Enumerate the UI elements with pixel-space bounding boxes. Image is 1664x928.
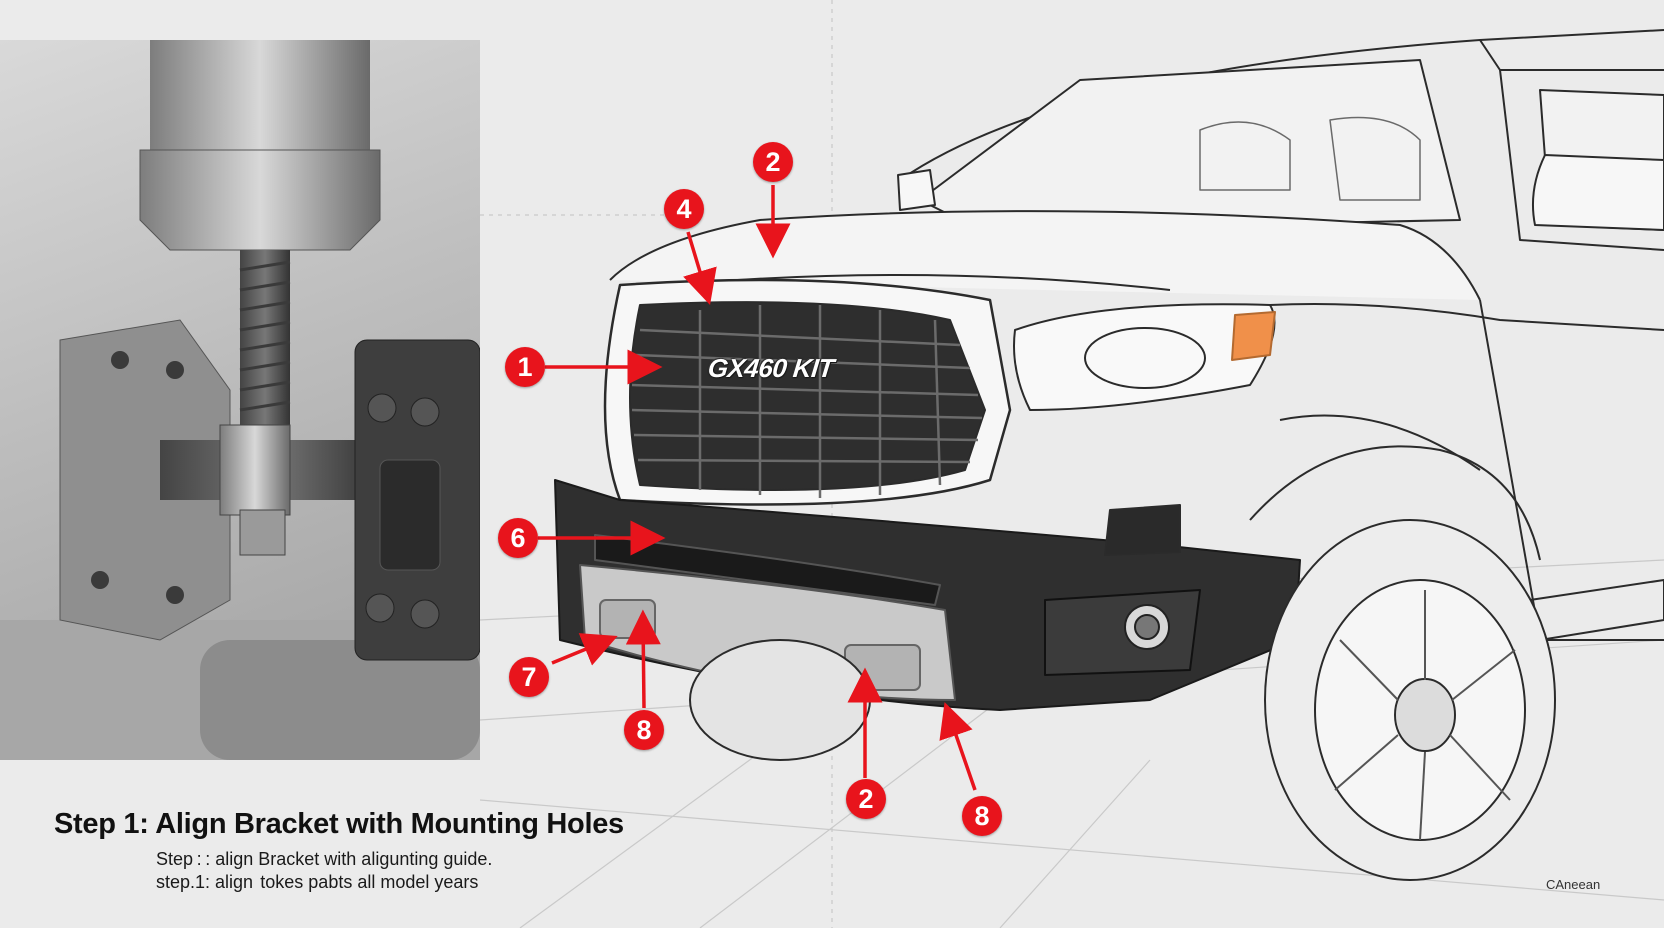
step-title: Step 1: Align Bracket with Mounting Hole… xyxy=(54,808,624,840)
step-instruction-1: Step : : align Bracket with aligunting g… xyxy=(156,849,493,869)
callout-1: 1 xyxy=(505,347,545,387)
callout-2-top: 2 xyxy=(753,142,793,182)
step-instruction-2: step.1: align tokes pabts all model year… xyxy=(156,872,479,892)
grille-badge: GX460 KIT xyxy=(706,353,836,383)
callout-8-left: 8 xyxy=(624,710,664,750)
callout-2-bottom: 2 xyxy=(846,779,886,819)
callout-7: 7 xyxy=(509,657,549,697)
callout-8-right: 8 xyxy=(962,796,1002,836)
callout-4: 4 xyxy=(664,189,704,229)
callout-6: 6 xyxy=(498,518,538,558)
credit-text: CAneean xyxy=(1546,877,1601,892)
bracket-detail-photo xyxy=(0,40,480,760)
